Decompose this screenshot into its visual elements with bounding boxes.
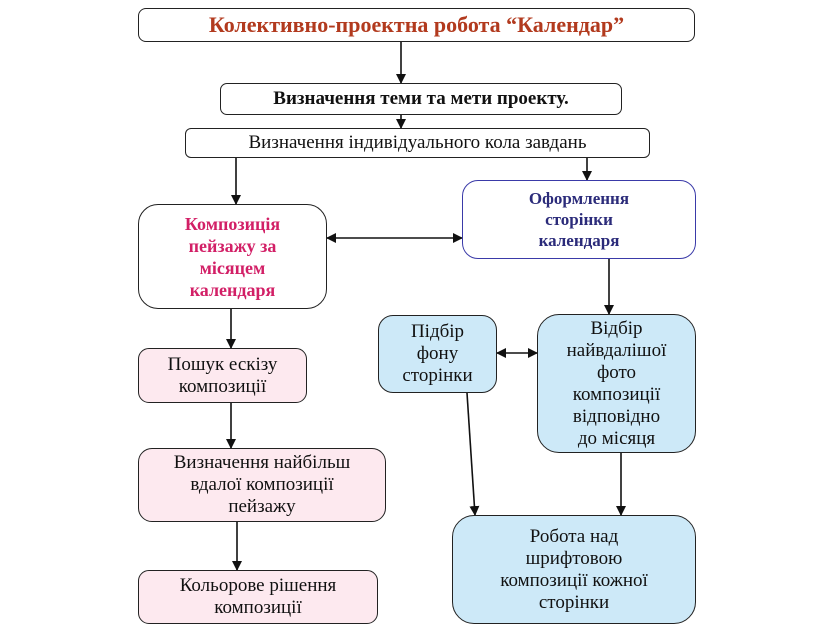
node-page-design-line: сторінки bbox=[545, 210, 613, 229]
node-page-design-line: календаря bbox=[538, 231, 620, 250]
node-background-selection: Підбір фону сторінки bbox=[378, 315, 497, 393]
node-font-work-line: композиції кожної bbox=[500, 569, 648, 591]
node-tasks: Визначення індивідуального кола завдань bbox=[185, 128, 650, 158]
node-page-design: Оформлення сторінки календаря bbox=[462, 180, 696, 259]
node-best-composition-line: Визначення найбільш bbox=[173, 452, 351, 473]
node-best-composition: Визначення найбільш вдалої композиції пе… bbox=[138, 448, 386, 522]
node-sketch-search-line: композиції bbox=[178, 375, 267, 397]
node-photo-selection-line: відповідно bbox=[572, 405, 661, 427]
edge-bg-font bbox=[466, 392, 480, 516]
node-photo-selection-line: до місяця bbox=[577, 427, 656, 449]
node-color-solution-line: Кольорове рішення bbox=[179, 575, 337, 596]
node-font-work-line: шрифтовою bbox=[525, 547, 623, 569]
node-photo-selection-line: композиції bbox=[572, 383, 661, 405]
node-tasks-text: Визначення індивідуального кола завдань bbox=[248, 132, 587, 153]
node-goal-text: Визначення теми та мети проекту. bbox=[273, 88, 569, 109]
node-best-composition-line: вдалої композиції bbox=[190, 474, 334, 495]
node-composition: Композиція пейзажу за місяцем календаря bbox=[138, 204, 327, 309]
node-photo-selection: Відбір найвдалішої фото композиції відпо… bbox=[537, 314, 696, 453]
node-background-selection-line: Підбір bbox=[410, 321, 465, 342]
node-title: Колективно-проектна робота “Календар” bbox=[138, 8, 695, 42]
node-background-selection-line: сторінки bbox=[402, 365, 473, 386]
node-page-design-line: Оформлення bbox=[528, 189, 630, 208]
node-photo-selection-line: Відбір bbox=[590, 317, 643, 339]
node-font-work: Робота над шрифтовою композиції кожної с… bbox=[452, 515, 696, 624]
node-sketch-search-line: Пошук ескізу bbox=[167, 353, 278, 375]
node-background-selection-line: фону bbox=[416, 343, 459, 364]
node-composition-line: календаря bbox=[189, 279, 276, 300]
node-color-solution-line: композиції bbox=[214, 597, 302, 618]
node-goal: Визначення теми та мети проекту. bbox=[220, 83, 622, 115]
node-font-work-line: Робота над bbox=[529, 525, 619, 547]
node-composition-line: Композиція bbox=[184, 213, 281, 234]
node-best-composition-line: пейзажу bbox=[228, 496, 296, 517]
node-title-text: Колективно-проектна робота “Календар” bbox=[208, 12, 625, 37]
node-composition-line: місяцем bbox=[199, 257, 266, 278]
node-photo-selection-line: найвдалішої bbox=[566, 339, 667, 361]
node-photo-selection-line: фото bbox=[596, 361, 637, 383]
node-sketch-search: Пошук ескізу композиції bbox=[138, 348, 307, 403]
node-font-work-line: сторінки bbox=[538, 591, 610, 613]
node-color-solution: Кольорове рішення композиції bbox=[138, 570, 378, 624]
node-composition-line: пейзажу за bbox=[188, 235, 277, 256]
